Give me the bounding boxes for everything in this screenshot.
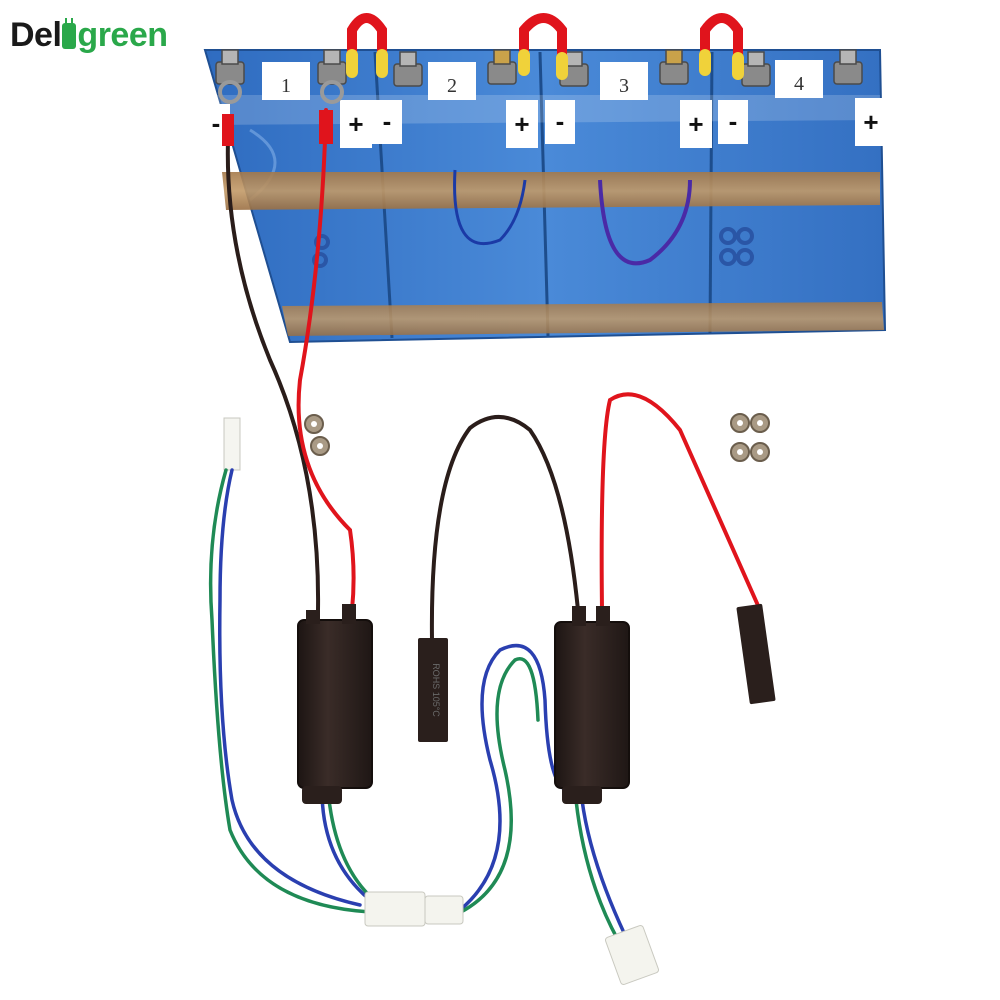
logo-text-del: Del	[10, 16, 62, 54]
cell-3-number: 3	[619, 75, 629, 97]
svg-text:ROHS 105°C: ROHS 105°C	[431, 663, 441, 717]
harness-connector	[364, 891, 464, 927]
logo: Del green	[10, 18, 168, 52]
cell-3-positive-label: +	[688, 109, 703, 139]
cell-2-number: 2	[447, 75, 457, 97]
balancer-module-1	[297, 604, 373, 804]
end-connector	[605, 925, 659, 985]
red-lead-1	[296, 108, 356, 612]
red-lead-2	[599, 392, 762, 612]
cell-4-number: 4	[794, 73, 804, 95]
cell-2-positive-label: +	[514, 109, 529, 139]
cell-2-negative-label: -	[383, 106, 392, 136]
cell-number-labels: 1 2 3 4	[262, 60, 823, 100]
cell-1-number: 1	[281, 75, 291, 97]
polarity-labels: - + - + - + - +	[202, 98, 887, 148]
black-lead-1	[225, 138, 321, 612]
battery-pack: 1 2 3 4 - + - + - + - +	[202, 13, 887, 344]
black-lead-2	[429, 415, 580, 642]
washer-icon	[304, 413, 770, 462]
wiring	[208, 108, 762, 942]
tape-band-bottom	[282, 302, 884, 336]
battery-plug-icon	[62, 18, 77, 49]
red-lead-sleeve-terminal	[736, 603, 776, 705]
tape-band-top	[222, 172, 880, 210]
cell-4-positive-label: +	[863, 107, 878, 137]
black-sleeve-terminal: ROHS 105°C	[418, 638, 448, 742]
cell-1-negative-label: -	[212, 108, 221, 138]
bus-bar-links	[346, 13, 744, 80]
blue-wire-left	[218, 468, 362, 907]
cell-4-negative-label: -	[729, 106, 738, 136]
green-wire-left	[208, 468, 372, 914]
cell-1-positive-label: +	[348, 109, 363, 139]
balance-connector-top	[223, 417, 241, 471]
balancer-module-2	[554, 606, 630, 804]
cell-3-negative-label: -	[556, 106, 565, 136]
logo-text-green: green	[77, 16, 168, 54]
